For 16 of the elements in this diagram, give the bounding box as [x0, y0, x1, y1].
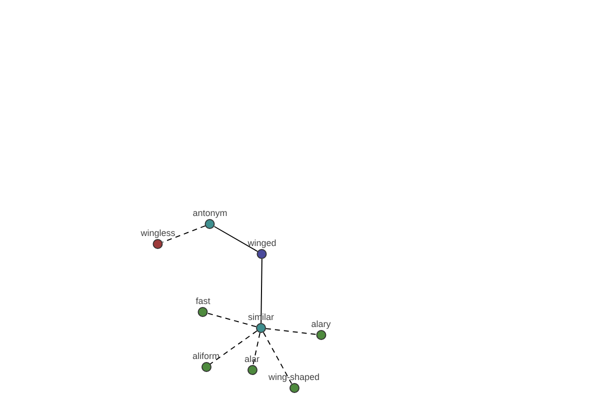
node-label: winged: [248, 238, 276, 248]
node-label: alary: [311, 319, 331, 329]
connector-line: [262, 332, 292, 384]
node-label: alar: [244, 354, 260, 364]
connector-line: [207, 312, 257, 328]
connector-line: [260, 258, 262, 324]
node-label: wing-shaped: [268, 372, 320, 382]
node-label: antonym: [192, 208, 228, 218]
node-label: wingless: [140, 228, 176, 238]
connector-line: [210, 330, 258, 365]
node-label: fast: [196, 296, 210, 306]
connector-line: [252, 332, 260, 366]
connector-line: [162, 225, 206, 243]
node-label: aliform: [192, 351, 220, 361]
connector-line: [214, 226, 258, 252]
connector-line: [265, 328, 317, 335]
